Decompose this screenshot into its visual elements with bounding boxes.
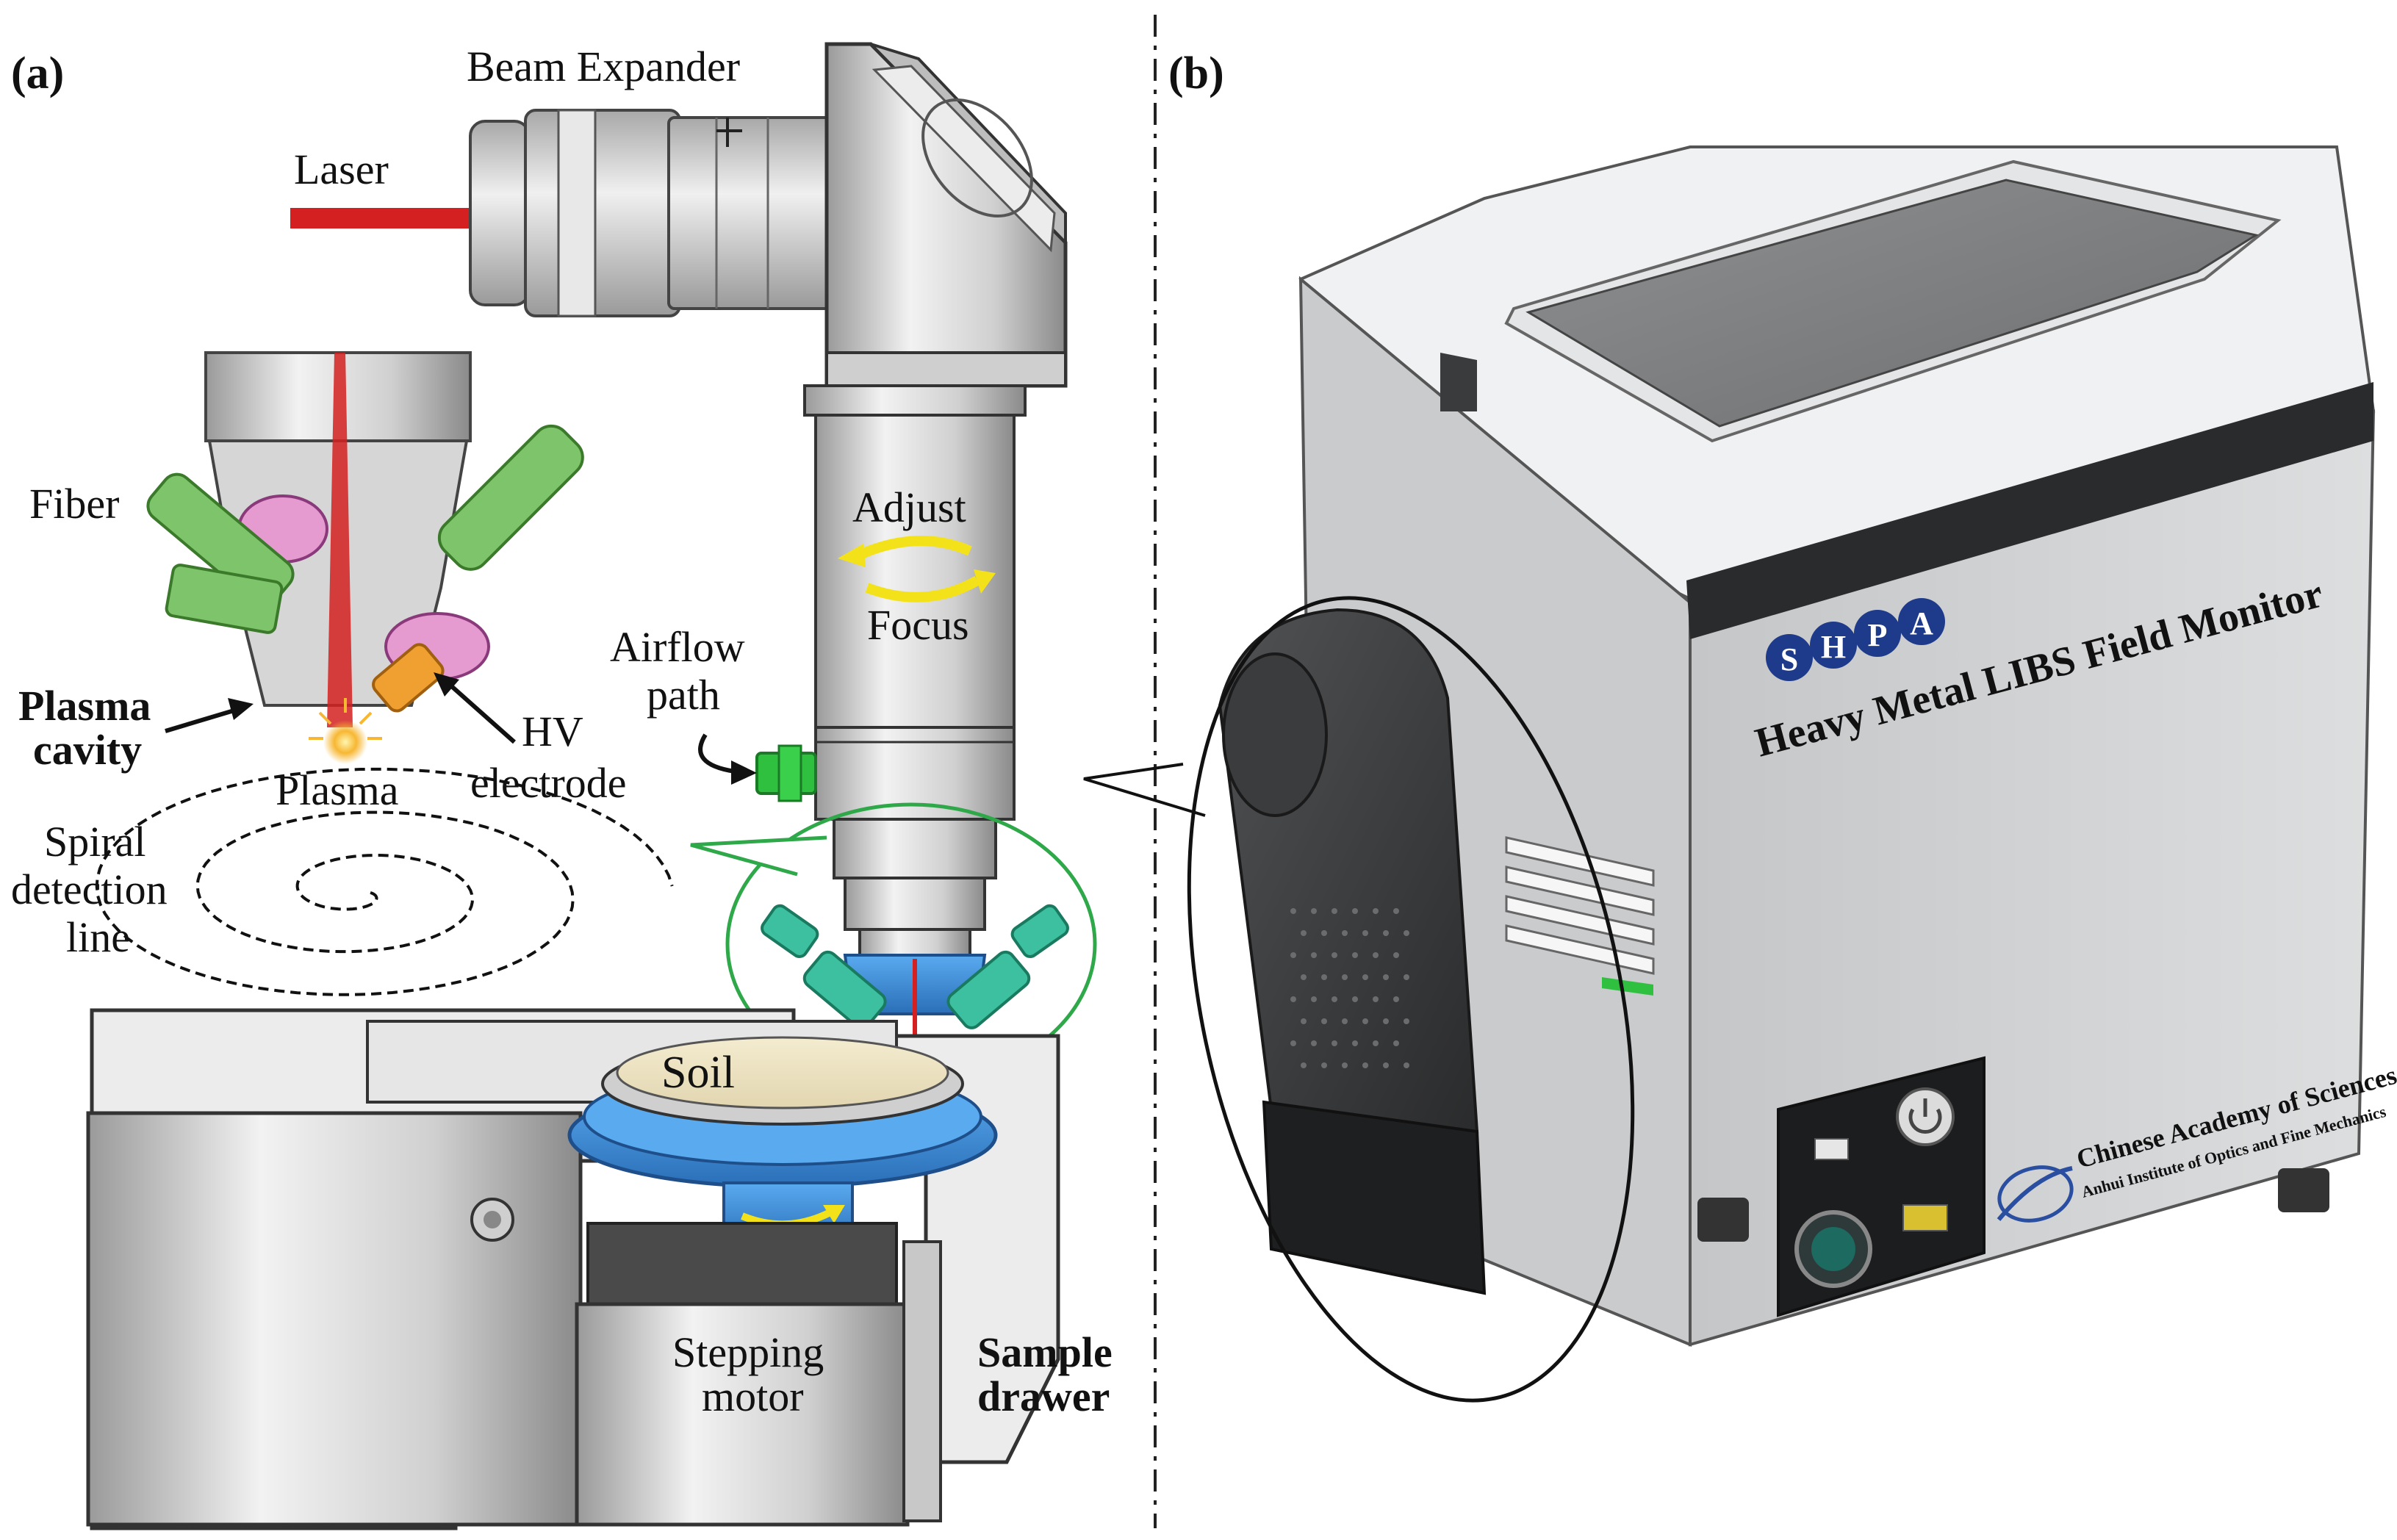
speaker-dot [1301, 1062, 1307, 1068]
speaker-dot [1301, 974, 1307, 980]
stepping-motor-label-1: Stepping [672, 1328, 824, 1376]
focusing-tube [803, 384, 1027, 960]
speaker-dot [1383, 974, 1389, 980]
fiber-label: Fiber [29, 480, 119, 528]
plasma-cavity-label-1: Plasma [18, 682, 151, 730]
fuse-holder-icon [1902, 1204, 1948, 1231]
speaker-dot [1373, 952, 1379, 958]
cas-emblem [1997, 1165, 2074, 1223]
speaker-dot [1362, 974, 1368, 980]
speaker-dot [1332, 1040, 1337, 1046]
speaker-dot [1332, 952, 1337, 958]
speaker-dot [1393, 952, 1399, 958]
beam-expander [469, 109, 832, 317]
stepping-motor [575, 1222, 942, 1527]
plasma-cavity-inset [146, 351, 584, 764]
adjust-arrows [838, 536, 996, 602]
plasma-cavity-label-2: cavity [33, 726, 142, 774]
side-vents [1505, 836, 1655, 996]
speaker-dot [1383, 1062, 1389, 1068]
airflow-label-2: path [647, 671, 720, 719]
speaker-dot [1311, 1040, 1317, 1046]
airflow-nozzle [698, 733, 817, 802]
spiral-label-3: line [66, 913, 130, 961]
speaker-dot [1332, 908, 1337, 914]
shpa-logo [1766, 598, 1945, 681]
speaker-dot [1362, 1062, 1368, 1068]
panel-b [1083, 145, 2376, 1403]
speaker-dot [1352, 1040, 1358, 1046]
speaker-dot [1393, 1040, 1399, 1046]
speaker-dot [1404, 974, 1409, 980]
panel-b-tag: (b) [1168, 48, 1224, 98]
logo-letter-s: S [1780, 641, 1798, 677]
speaker-dot [1342, 974, 1348, 980]
beam-expander-label: Beam Expander [467, 43, 740, 90]
mirror-housing [824, 42, 1068, 388]
hv-label-1: HV [522, 708, 583, 755]
focus-label: Focus [867, 601, 969, 649]
laser-label: Laser [294, 145, 389, 193]
speaker-dot [1404, 1018, 1409, 1024]
speaker-dot [1393, 908, 1399, 914]
logo-letter-h: H [1821, 629, 1846, 665]
speaker-dot [1404, 930, 1409, 936]
airflow-label-1: Airflow [610, 623, 745, 671]
logo-letter-a: A [1910, 605, 1933, 641]
speaker-dot [1321, 930, 1327, 936]
spiral-label-1: Spiral [44, 818, 146, 866]
callout-ellipse [1083, 596, 1635, 1403]
speaker-dot [1383, 930, 1389, 936]
speaker-dot [1342, 1018, 1348, 1024]
speaker-dot [1342, 1062, 1348, 1068]
speaker-dot [1311, 908, 1317, 914]
probe-handle [1218, 608, 1487, 1295]
speaker-dot [1290, 908, 1296, 914]
speaker-dot [1301, 1018, 1307, 1024]
spiral-label-2: detection [11, 866, 168, 913]
speaker-dot [1342, 930, 1348, 936]
speaker-dot [1311, 952, 1317, 958]
spiral-detection-line [95, 767, 674, 996]
speaker-dot [1362, 930, 1368, 936]
speaker-dot [1321, 1018, 1327, 1024]
panel-a [86, 42, 1097, 1530]
adjust-label: Adjust [852, 483, 966, 531]
speaker-dot [1311, 996, 1317, 1002]
speaker-dot [1290, 1040, 1296, 1046]
speaker-dot [1321, 974, 1327, 980]
speaker-dot [1393, 996, 1399, 1002]
probe-speaker-dots [1290, 908, 1409, 1068]
logo-letter-p: P [1868, 617, 1888, 653]
speaker-dot [1404, 1062, 1409, 1068]
sample-drawer-label-2: drawer [977, 1372, 1110, 1420]
stepping-motor-label-2: motor [702, 1372, 804, 1420]
panel-a-tag: (a) [11, 48, 64, 98]
plasma-label: Plasma [276, 766, 399, 814]
speaker-dot [1301, 930, 1307, 936]
speaker-dot [1352, 952, 1358, 958]
usb-port-icon [1814, 1138, 1849, 1160]
soil-label: Soil [661, 1048, 735, 1098]
hv-label-2: electrode [470, 759, 627, 807]
sample-drawer-label-1: Sample [977, 1328, 1113, 1376]
speaker-dot [1373, 1040, 1379, 1046]
speaker-dot [1373, 996, 1379, 1002]
speaker-dot [1290, 952, 1296, 958]
speaker-dot [1383, 1018, 1389, 1024]
speaker-dot [1352, 996, 1358, 1002]
speaker-dot [1352, 908, 1358, 914]
speaker-dot [1362, 1018, 1368, 1024]
speaker-dot [1321, 1062, 1327, 1068]
speaker-dot [1332, 996, 1337, 1002]
laser-beam [290, 208, 474, 229]
speaker-dot [1290, 996, 1296, 1002]
front-control-panel [1777, 1056, 1985, 1317]
speaker-dot [1373, 908, 1379, 914]
